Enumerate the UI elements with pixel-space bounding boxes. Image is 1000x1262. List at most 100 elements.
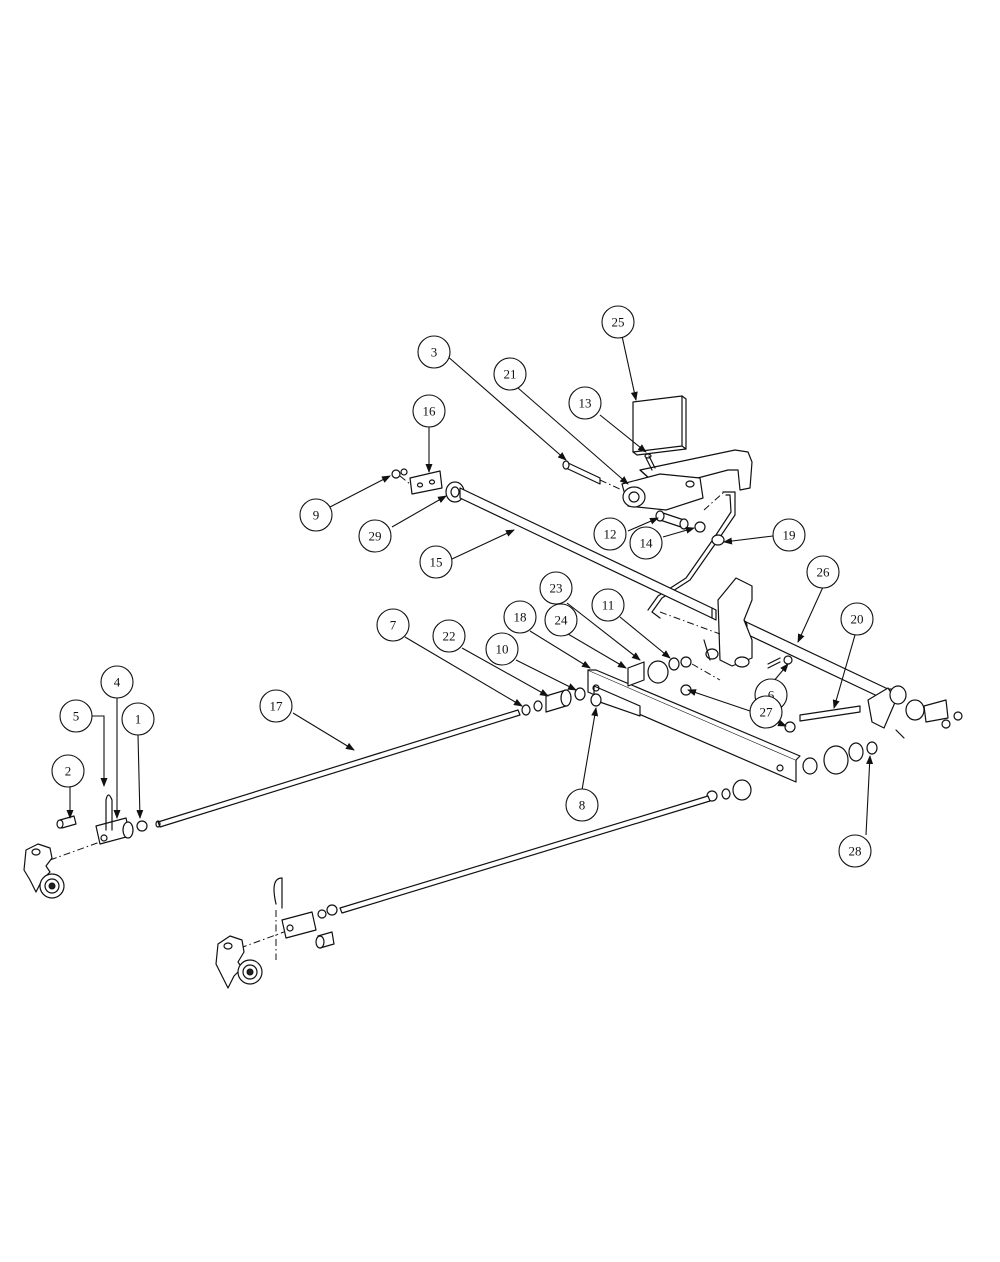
leader-14 — [662, 526, 695, 538]
leader-7 — [404, 636, 523, 707]
callout-27-label: 27 — [760, 705, 774, 720]
leader-15 — [451, 529, 515, 560]
pedal-pad — [632, 395, 687, 456]
callout-9-label: 9 — [313, 508, 320, 523]
callout-8: 8 — [565, 788, 599, 822]
leader-11 — [619, 616, 671, 659]
leader-1 — [136, 734, 144, 819]
callout-27: 27 — [749, 695, 783, 729]
cross-shaft — [459, 487, 717, 621]
upper-spacer-stack — [521, 687, 602, 716]
leader-3 — [445, 354, 567, 461]
callout-17: 17 — [259, 689, 293, 723]
leader-13 — [599, 414, 647, 453]
callout-9: 9 — [299, 498, 333, 532]
pedal-clip-pin — [644, 453, 656, 471]
leader-21 — [517, 387, 629, 485]
callout-15-label: 15 — [430, 555, 443, 570]
leader-18 — [529, 630, 591, 669]
callout-13: 13 — [568, 386, 602, 420]
callout-28-label: 28 — [849, 844, 862, 859]
callout-20-label: 20 — [851, 612, 864, 627]
lower-spacer-stack — [706, 741, 878, 802]
leader-17 — [292, 712, 355, 751]
leader-29 — [391, 495, 447, 528]
callout-8-label: 8 — [579, 798, 586, 813]
callout-4-label: 4 — [114, 675, 121, 690]
callout-24-label: 24 — [555, 613, 569, 628]
callout-18-label: 18 — [514, 610, 527, 625]
leader-20 — [832, 634, 856, 709]
leader-8 — [581, 707, 599, 791]
callout-11-label: 11 — [602, 598, 615, 613]
pivot-bolt — [562, 460, 623, 491]
callout-1-label: 1 — [135, 712, 142, 727]
leader-9 — [329, 475, 391, 508]
callout-3: 3 — [417, 335, 451, 369]
right-end-hardware — [784, 685, 963, 739]
pedal-arm — [621, 449, 753, 511]
callout-6-label: 6 — [768, 688, 775, 703]
callout-1: 1 — [121, 702, 155, 736]
leader-24 — [567, 633, 627, 669]
callout-5: 5 — [59, 699, 93, 733]
callout-11: 11 — [591, 588, 625, 622]
callout-2-label: 2 — [65, 764, 72, 779]
callout-12-label: 12 — [604, 527, 617, 542]
callout-29-label: 29 — [369, 529, 382, 544]
leader-27a — [687, 689, 751, 712]
leader-5 — [92, 715, 108, 787]
left-shaft-hardware — [391, 468, 465, 503]
leader-28 — [865, 755, 874, 836]
leader-12 — [627, 517, 659, 532]
callout-13-label: 13 — [579, 396, 592, 411]
leader-10 — [515, 659, 577, 691]
leader-19 — [723, 535, 774, 545]
leader-25 — [621, 335, 638, 401]
callout-20: 20 — [840, 602, 874, 636]
callout-16-label: 16 — [423, 404, 437, 419]
callout-14: 14 — [629, 526, 663, 560]
callout-26: 26 — [806, 555, 840, 589]
callout-21: 21 — [493, 357, 527, 391]
callout-balloons: 1 2 3 4 5 6 7 8 9 10 11 12 13 14 15 16 1… — [51, 305, 874, 868]
callout-26-label: 26 — [817, 565, 831, 580]
callout-29: 29 — [358, 519, 392, 553]
callout-21-label: 21 — [504, 367, 517, 382]
lever-bar — [587, 669, 801, 783]
callout-12: 12 — [593, 517, 627, 551]
leader-22 — [461, 647, 549, 697]
lower-push-rod — [339, 795, 711, 914]
callout-18: 18 — [503, 600, 537, 634]
callout-22-label: 22 — [443, 629, 456, 644]
upper-push-rod — [155, 709, 521, 828]
callout-25-label: 25 — [612, 315, 625, 330]
callout-23-label: 23 — [550, 581, 563, 596]
callout-24: 24 — [544, 603, 578, 637]
callout-14-label: 14 — [640, 536, 654, 551]
callout-19: 19 — [772, 518, 806, 552]
callout-2: 2 — [51, 754, 85, 788]
callout-19-label: 19 — [783, 528, 796, 543]
callout-22: 22 — [432, 619, 466, 653]
callout-5-label: 5 — [73, 709, 80, 724]
callout-25: 25 — [601, 305, 635, 339]
callout-7: 7 — [376, 608, 410, 642]
callout-23: 23 — [539, 571, 573, 605]
pivot-bracket — [659, 577, 793, 669]
callout-10-label: 10 — [496, 642, 509, 657]
callout-28: 28 — [838, 834, 872, 868]
lower-clevis-assembly — [239, 877, 338, 960]
callout-7-label: 7 — [390, 618, 397, 633]
callout-16: 16 — [412, 394, 446, 428]
lower-brake-caliper — [215, 935, 263, 989]
upper-clevis-assembly — [49, 794, 148, 861]
callout-3-label: 3 — [431, 345, 438, 360]
callout-15: 15 — [419, 545, 453, 579]
leader-26 — [797, 586, 824, 643]
callout-4: 4 — [100, 665, 134, 699]
leader-6 — [772, 663, 789, 683]
leader-23 — [566, 602, 641, 661]
callout-17-label: 17 — [270, 699, 284, 714]
